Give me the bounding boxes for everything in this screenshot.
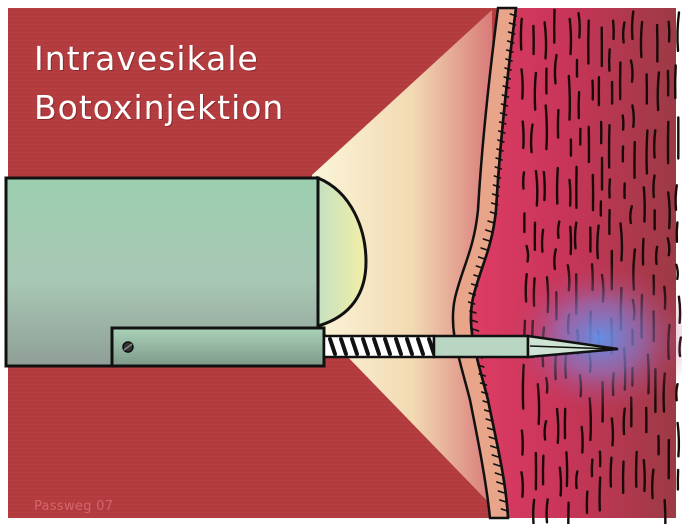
tissue-fiber-mark xyxy=(576,472,577,489)
tissue-fiber-mark xyxy=(632,105,633,126)
tissue-fiber-mark xyxy=(609,49,610,70)
title-line-2: Botoxinjektion xyxy=(34,91,284,124)
tissue-fiber-mark xyxy=(579,13,580,37)
tissue-fiber-mark xyxy=(558,222,559,238)
tissue-fiber-mark xyxy=(643,239,644,265)
tissue-fiber-mark xyxy=(570,180,571,206)
tissue-fiber-mark xyxy=(623,23,624,43)
tissue-fiber-mark xyxy=(523,172,524,188)
tissue-fiber-mark xyxy=(569,76,570,120)
tissue-fiber-mark xyxy=(536,171,537,205)
tissue-fiber-mark xyxy=(675,65,676,98)
tissue-fiber-mark xyxy=(546,105,547,149)
tissue-fiber-mark xyxy=(677,222,678,241)
tissue-fiber-mark xyxy=(597,226,598,259)
tissue-fiber-mark xyxy=(623,116,624,130)
tissue-fiber-mark xyxy=(676,384,677,400)
tissue-fiber-mark xyxy=(632,12,633,39)
tissue-fiber-mark xyxy=(542,230,543,252)
tissue-fiber-mark xyxy=(644,187,645,221)
tissue-fiber-mark xyxy=(665,500,666,524)
tissue-fiber-mark xyxy=(535,73,536,110)
tissue-fiber-mark xyxy=(676,185,677,210)
credit-text: Passweg 07 xyxy=(34,499,113,514)
tissue-fiber-mark xyxy=(570,227,571,254)
tissue-fiber-mark xyxy=(531,125,532,153)
tissue-fiber-mark xyxy=(669,22,670,42)
tissue-fiber-mark xyxy=(557,168,558,204)
tissue-fiber-mark xyxy=(522,472,523,497)
tissue-fiber-mark xyxy=(611,458,612,487)
tissue-fiber-mark xyxy=(612,418,613,445)
tissue-fiber-mark xyxy=(527,246,528,262)
tissue-fiber-mark xyxy=(644,460,645,491)
tissue-fiber-mark xyxy=(545,22,546,58)
tissue-fiber-mark xyxy=(570,19,571,54)
tissue-fiber-mark xyxy=(656,247,657,264)
tissue-fiber-mark xyxy=(533,500,534,524)
tissue-fiber-mark xyxy=(522,431,523,455)
tissue-fiber-mark xyxy=(658,72,659,110)
tissue-fiber-mark xyxy=(600,478,601,511)
tissue-fiber-mark xyxy=(545,421,546,439)
title-line-1: Intravesikale xyxy=(34,42,259,75)
tissue-fiber-mark xyxy=(641,22,642,57)
tissue-fiber-mark xyxy=(636,452,637,487)
tissue-fiber-mark xyxy=(575,223,576,249)
tissue-fiber-mark xyxy=(609,179,610,197)
tissue-fiber-mark xyxy=(653,176,654,198)
tissue-fiber-mark xyxy=(522,69,523,98)
tissue-fiber-mark xyxy=(676,265,677,279)
tissue-fiber-mark xyxy=(678,423,679,456)
tissue-fiber-mark xyxy=(613,21,614,39)
tissue-fiber-mark xyxy=(566,452,567,486)
tissue-fiber-mark xyxy=(523,122,524,148)
tissue-fiber-mark xyxy=(582,427,583,453)
tissue-fiber-mark xyxy=(557,409,558,443)
tissue-fiber-mark xyxy=(547,499,548,522)
tissue-fiber-mark xyxy=(521,19,522,50)
tissue-fiber-mark xyxy=(647,130,648,173)
tissue-fiber-mark xyxy=(654,130,655,157)
tissue-fiber-mark xyxy=(652,470,653,499)
tissue-fiber-mark xyxy=(621,223,622,260)
tissue-fiber-mark xyxy=(560,468,561,496)
tissue-fiber-mark xyxy=(544,172,545,200)
